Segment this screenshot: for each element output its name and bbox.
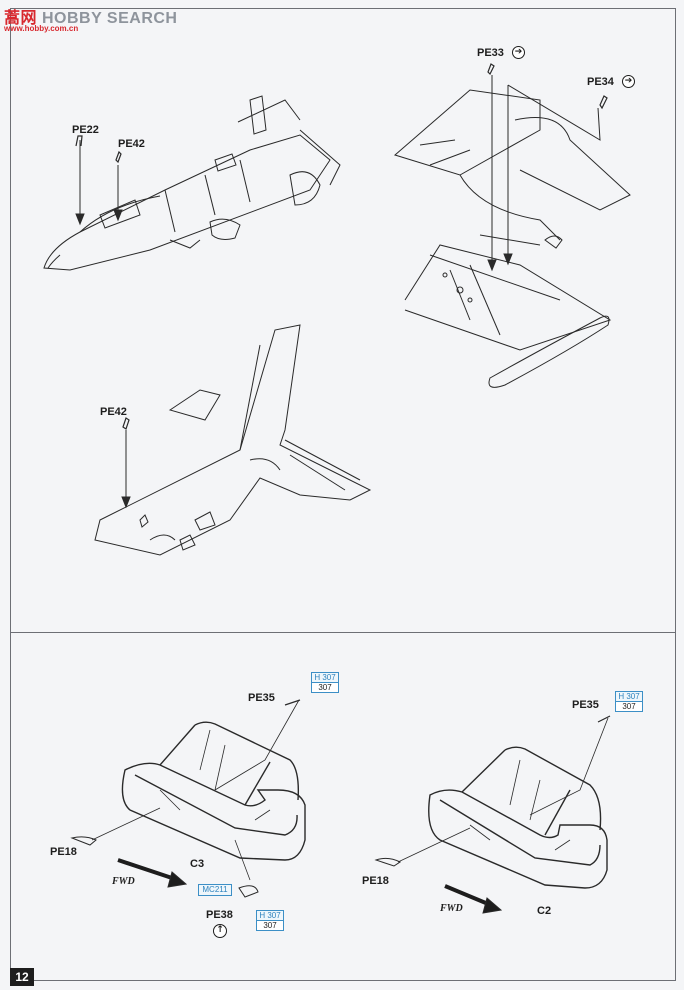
page-frame <box>10 8 676 981</box>
label-pe22: PE22 <box>72 124 99 136</box>
canopy-c2-drawing <box>428 746 608 889</box>
label-c3: C3 <box>190 858 205 870</box>
label-fwd-left: FWD <box>112 876 135 887</box>
ref-box-h307: H 307 307 <box>615 691 643 712</box>
pe33-arrow <box>487 63 601 272</box>
turn-over-icon: ➔ <box>622 75 635 88</box>
c3-leader-lines <box>70 699 301 898</box>
watermark-brand: HOBBY SEARCH <box>41 10 178 27</box>
fwd-arrow-left <box>117 858 188 888</box>
canopy-c3-drawing <box>121 721 306 861</box>
label-pe18-right: PE18 <box>362 875 389 887</box>
turn-over-icon: ➔ <box>512 46 525 59</box>
pe34-arrow <box>599 95 608 110</box>
label-fwd-right: FWD <box>440 903 463 914</box>
watermark-url: www.hobby.com.cn <box>4 24 79 33</box>
ref-box-h307: H 307 307 <box>256 910 284 931</box>
label-pe38: PE38 <box>206 909 233 921</box>
label-pe35-right: PE35 <box>572 699 599 711</box>
section-divider <box>10 632 676 633</box>
pe42-nose-arrow <box>113 150 123 222</box>
label-pe18-left: PE18 <box>50 846 77 858</box>
pe42-tail-arrow <box>121 417 131 509</box>
c2-leader-lines <box>374 715 611 867</box>
label-pe35-left: PE35 <box>248 692 275 704</box>
label-pe42-nose: PE42 <box>118 138 145 150</box>
wing-drawing <box>393 89 631 388</box>
watermark-logo: 蒿网 HOBBY SEARCH <box>4 10 178 27</box>
bend-icon: ↑ <box>213 924 227 938</box>
label-c2: C2 <box>537 905 552 917</box>
pe22-arrow <box>75 135 85 226</box>
page-number: 12 <box>10 968 34 986</box>
fwd-arrow-right <box>444 884 503 914</box>
label-pe42-tail: PE42 <box>100 406 127 418</box>
ref-box-h307: H 307 307 <box>311 672 339 693</box>
ref-box-mc211: MC211 <box>198 884 232 896</box>
label-pe33: PE33 <box>477 47 504 59</box>
tail-drawing <box>94 324 372 556</box>
label-pe34: PE34 <box>587 76 614 88</box>
nose-fuselage-drawing <box>43 95 341 271</box>
